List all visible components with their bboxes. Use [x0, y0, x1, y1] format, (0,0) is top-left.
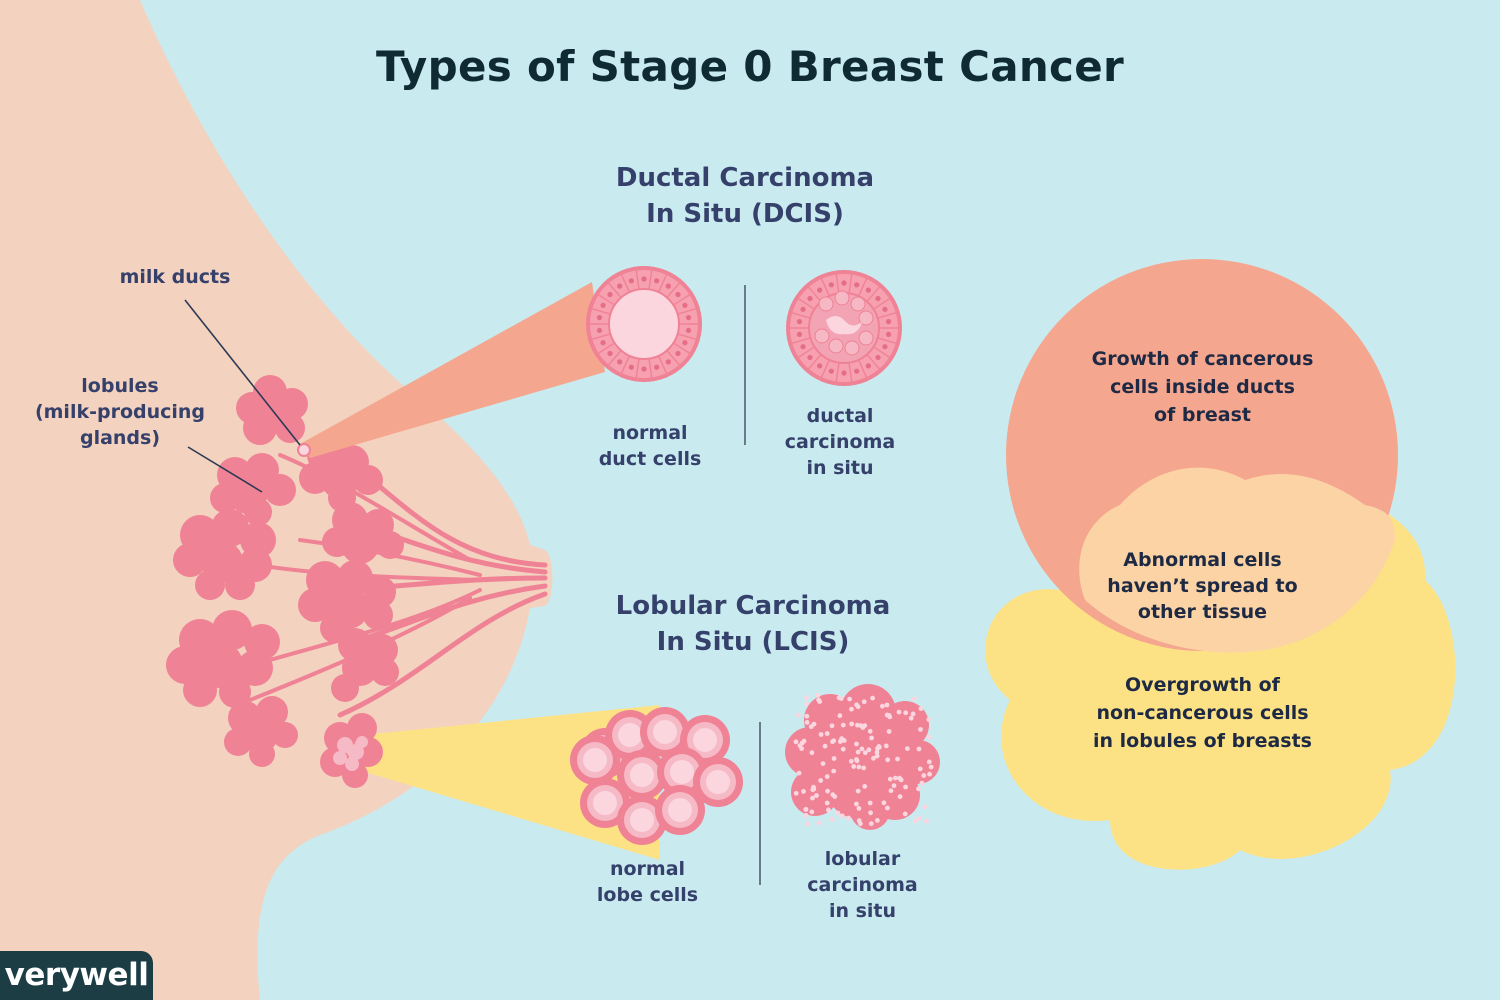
dcis-duct-label: ductal carcinoma in situ — [784, 405, 896, 479]
dcis-zoom-cone — [300, 282, 605, 458]
lobules-label: lobules (milk-producing glands) — [34, 375, 206, 449]
venn-overlap-text: Abnormal cells haven’t spread to other t… — [1107, 549, 1298, 623]
dcis-duct-cross-section — [786, 270, 902, 386]
lcis-spot — [333, 736, 368, 771]
lcis-lobule-label: lobular carcinoma in situ — [807, 848, 918, 922]
lobule-clusters — [166, 375, 404, 788]
lcis-lobule-cross-section — [785, 684, 940, 830]
venn-lcis-text: Overgrowth of non-cancerous cells in lob… — [1093, 674, 1312, 752]
milk-ducts-leader — [184, 299, 301, 446]
lobule-cluster — [210, 453, 296, 526]
venn-diagram — [985, 259, 1456, 870]
lobule-cluster — [331, 628, 399, 702]
lobule-cluster — [173, 509, 276, 600]
lobules-leader — [187, 446, 263, 493]
normal-duct-cross-section — [586, 266, 702, 382]
lobule-cluster — [298, 560, 396, 643]
dcis-heading: Ductal Carcinoma In Situ (DCIS) — [615, 163, 875, 229]
lcis-heading: Lobular Carcinoma In Situ (LCIS) — [615, 591, 891, 657]
page-title: Types of Stage 0 Breast Cancer — [375, 42, 1125, 91]
duct-spot — [297, 443, 311, 457]
lobule-cluster — [322, 502, 404, 564]
brand-logo: verywell — [0, 951, 153, 1000]
lobule-cluster — [224, 696, 298, 767]
venn-dcis-text: Growth of cancerous cells inside ducts o… — [1091, 348, 1314, 426]
lobule-cluster — [166, 610, 280, 708]
milk-ducts-label: milk ducts — [119, 266, 231, 288]
normal-lobe-label: normal lobe cells — [596, 858, 699, 906]
normal-duct-label: normal duct cells — [598, 422, 702, 470]
venn-overlap — [1079, 467, 1395, 653]
